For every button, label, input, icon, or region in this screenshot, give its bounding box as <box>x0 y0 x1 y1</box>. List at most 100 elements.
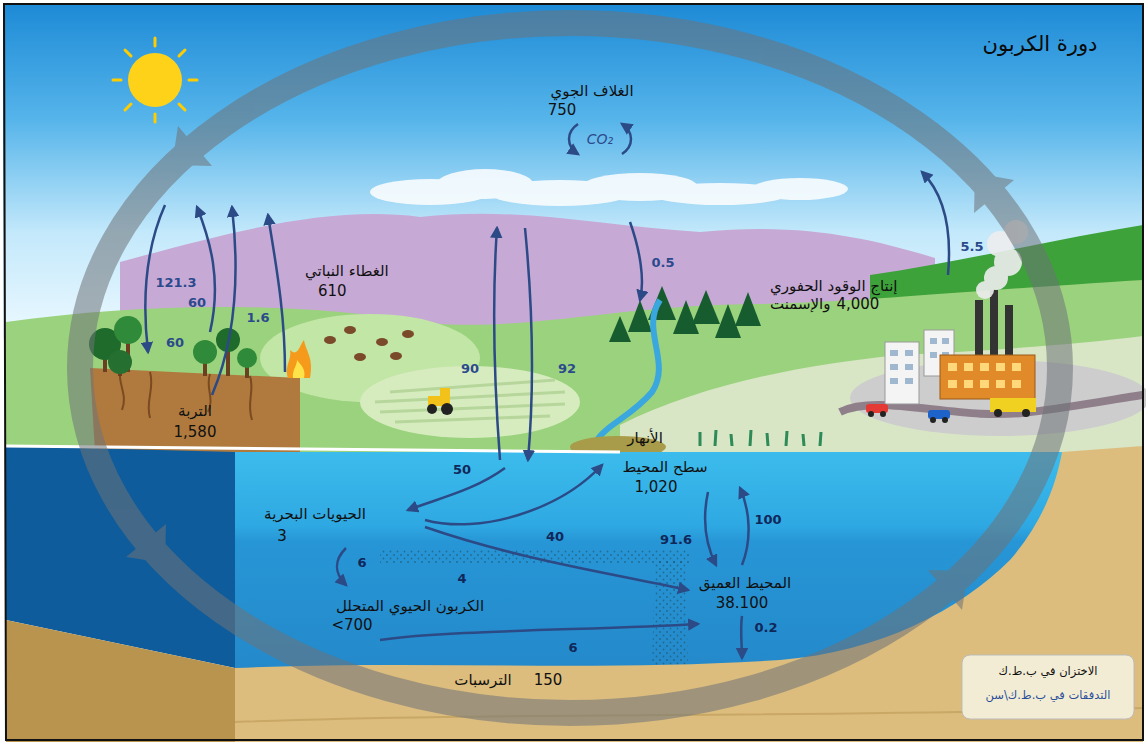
frame <box>4 4 1143 740</box>
reservoir-name: الغطاء النباتي <box>305 262 389 280</box>
soil <box>90 368 300 452</box>
conifers <box>692 290 720 324</box>
land <box>395 416 550 422</box>
legend-box <box>962 655 1134 719</box>
flux-arrows <box>705 492 716 565</box>
flux-value: 121.3 <box>155 275 196 291</box>
stock-value: 3 <box>277 527 287 545</box>
conifers <box>609 316 631 342</box>
soil <box>90 368 300 452</box>
flux-value: 92 <box>558 361 576 377</box>
city <box>1012 363 1021 371</box>
flux-value: 6 <box>357 555 366 571</box>
flux-arrows <box>569 124 578 154</box>
marsh <box>820 432 821 446</box>
ocean <box>380 549 690 563</box>
diagram-title: دورة الكربون <box>983 32 1098 57</box>
gas-formula: CO₂ <box>587 131 613 148</box>
sun <box>128 53 182 107</box>
reservoir-name: الترسبات <box>454 671 511 689</box>
reservoir-name: الحيويات البحرية <box>264 505 366 523</box>
sea-floor <box>6 620 235 742</box>
stock-value: 750 <box>548 101 577 119</box>
city <box>868 409 1030 423</box>
clouds <box>752 178 848 200</box>
cycle-ring <box>80 23 1060 713</box>
marsh <box>803 434 804 446</box>
flux-value: 60 <box>188 295 206 311</box>
flux-arrows <box>622 124 631 154</box>
city <box>948 380 957 388</box>
flux-value: 90 <box>461 361 479 377</box>
river-name: الأنهار <box>627 429 663 447</box>
clouds <box>370 169 848 206</box>
forest <box>114 316 142 344</box>
cycle-ring <box>126 524 166 563</box>
sea-floor <box>6 446 1143 742</box>
stock-value: 1,580 <box>174 423 217 441</box>
marsh <box>731 434 732 446</box>
sun <box>179 104 185 110</box>
city <box>942 417 948 423</box>
city <box>976 281 994 299</box>
city <box>975 300 983 356</box>
flux-value: 4 <box>457 571 466 587</box>
flux-arrows <box>145 124 949 658</box>
forest <box>193 340 217 364</box>
city <box>964 380 973 388</box>
sun <box>154 114 157 122</box>
land <box>6 280 1146 462</box>
stock-value: 150 <box>534 671 563 689</box>
city <box>942 338 949 344</box>
marsh <box>699 432 702 446</box>
city <box>980 363 989 371</box>
tractor <box>440 388 450 397</box>
sun <box>125 50 131 56</box>
soil <box>120 370 252 420</box>
city <box>948 363 1021 388</box>
flux-arrows <box>525 228 532 460</box>
flux-arrows <box>212 207 236 395</box>
city <box>1022 409 1030 417</box>
city <box>948 363 957 371</box>
flux-arrows <box>197 207 215 332</box>
fire <box>293 360 305 378</box>
flux-arrows <box>630 222 642 300</box>
cycle-ring <box>974 173 1014 213</box>
sun <box>113 38 197 122</box>
flux-arrows <box>922 172 949 275</box>
tractor <box>427 388 453 415</box>
flux-arrows <box>494 228 500 460</box>
fire <box>287 340 311 378</box>
flux-arrows <box>268 215 285 372</box>
conifers <box>609 286 761 342</box>
flux-arrows <box>425 465 602 524</box>
legend-box <box>962 655 1134 719</box>
sun <box>189 79 197 82</box>
cattle <box>324 336 336 344</box>
city <box>930 417 936 423</box>
river <box>570 300 666 458</box>
city <box>1005 305 1013 356</box>
marsh <box>750 430 751 446</box>
conifers <box>735 292 761 326</box>
reservoir-name: التربة <box>178 402 212 420</box>
flux-value: 50 <box>453 462 471 478</box>
city <box>890 364 898 370</box>
legend-entry: التدفقات في ب.ط.ك\سن <box>986 689 1111 703</box>
city <box>996 363 1005 371</box>
city <box>905 364 913 370</box>
flux-value: 40 <box>546 529 564 545</box>
city <box>996 380 1005 388</box>
flux-value: 5.5 <box>960 239 983 255</box>
stock-value: 1,020 <box>635 478 678 496</box>
marsh <box>700 430 821 446</box>
flux-value: 60 <box>166 335 184 351</box>
sun <box>154 38 157 46</box>
city <box>880 411 886 417</box>
cattle <box>344 326 356 334</box>
city <box>930 352 937 358</box>
city <box>930 338 937 344</box>
ocean <box>652 560 688 668</box>
